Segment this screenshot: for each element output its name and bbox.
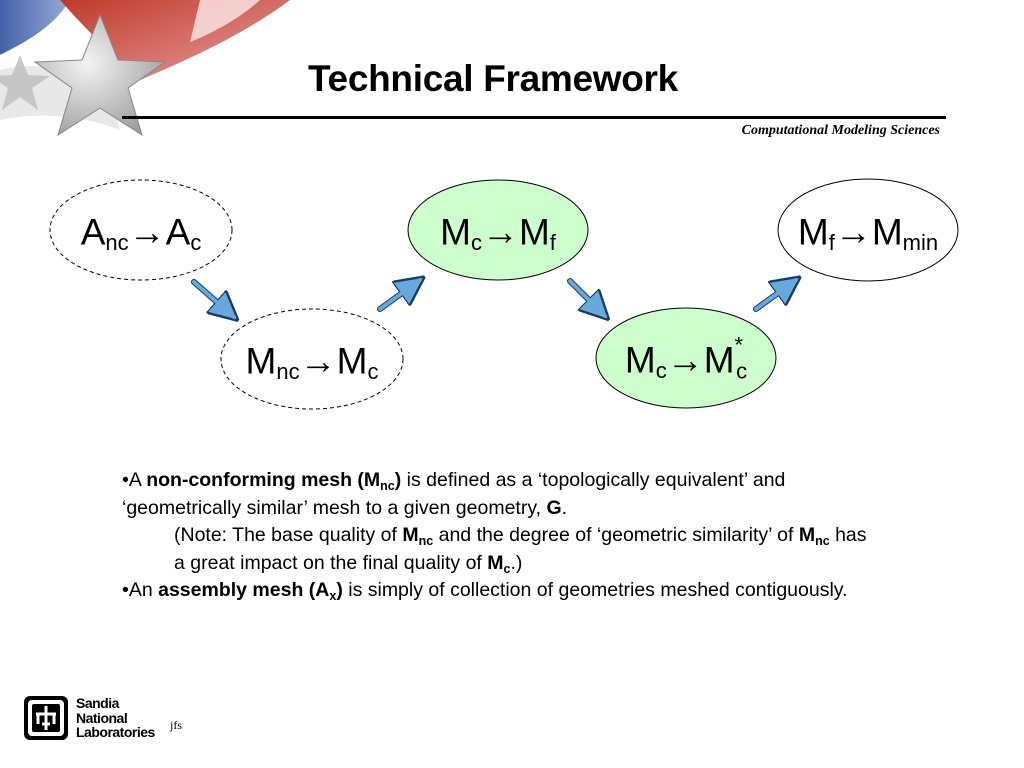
node-anc-ac-ellipse bbox=[49, 179, 233, 281]
node-mnc-mc-ellipse bbox=[220, 308, 404, 410]
node-label-mc-mf: Mc→Mf bbox=[440, 211, 556, 255]
framework-diagram bbox=[49, 178, 959, 410]
node-label-mf-mmin: Mf→Mmin bbox=[797, 211, 939, 255]
node-mc-mcstar-ellipse bbox=[595, 307, 777, 409]
bullet-non-conforming-mesh: •A non-conforming mesh (Mnc) is defined … bbox=[122, 469, 786, 519]
flow-arrows bbox=[191, 280, 796, 317]
slide-title: Technical Framework bbox=[308, 58, 678, 99]
slide-subtitle: Computational Modeling Sciences bbox=[741, 123, 940, 138]
node-label-mc-mcstar: Mc→M*c bbox=[624, 332, 748, 383]
node-label-mnc-mc: Mnc→Mc bbox=[245, 340, 379, 384]
footer-initials: jfs bbox=[170, 718, 182, 732]
node-mf-mmin-ellipse bbox=[777, 178, 959, 282]
sandia-wordmark: Sandia National Laboratories bbox=[76, 695, 155, 740]
bullet-list: •A non-conforming mesh (Mnc) is defined … bbox=[122, 467, 882, 605]
title-divider bbox=[122, 116, 946, 119]
node-label-anc-ac: Anc→Ac bbox=[80, 211, 202, 255]
flag-star-graphic bbox=[0, 0, 290, 137]
sandia-logo: Sandia National Laboratories bbox=[24, 696, 155, 746]
bullet-note: (Note: The base quality of Mnc and the d… bbox=[174, 524, 867, 576]
bullet-assembly-mesh: •An assembly mesh (Ax) is simply of coll… bbox=[122, 579, 848, 603]
sandia-thunderbird-icon bbox=[24, 696, 68, 740]
node-mc-mf-ellipse bbox=[407, 179, 589, 281]
